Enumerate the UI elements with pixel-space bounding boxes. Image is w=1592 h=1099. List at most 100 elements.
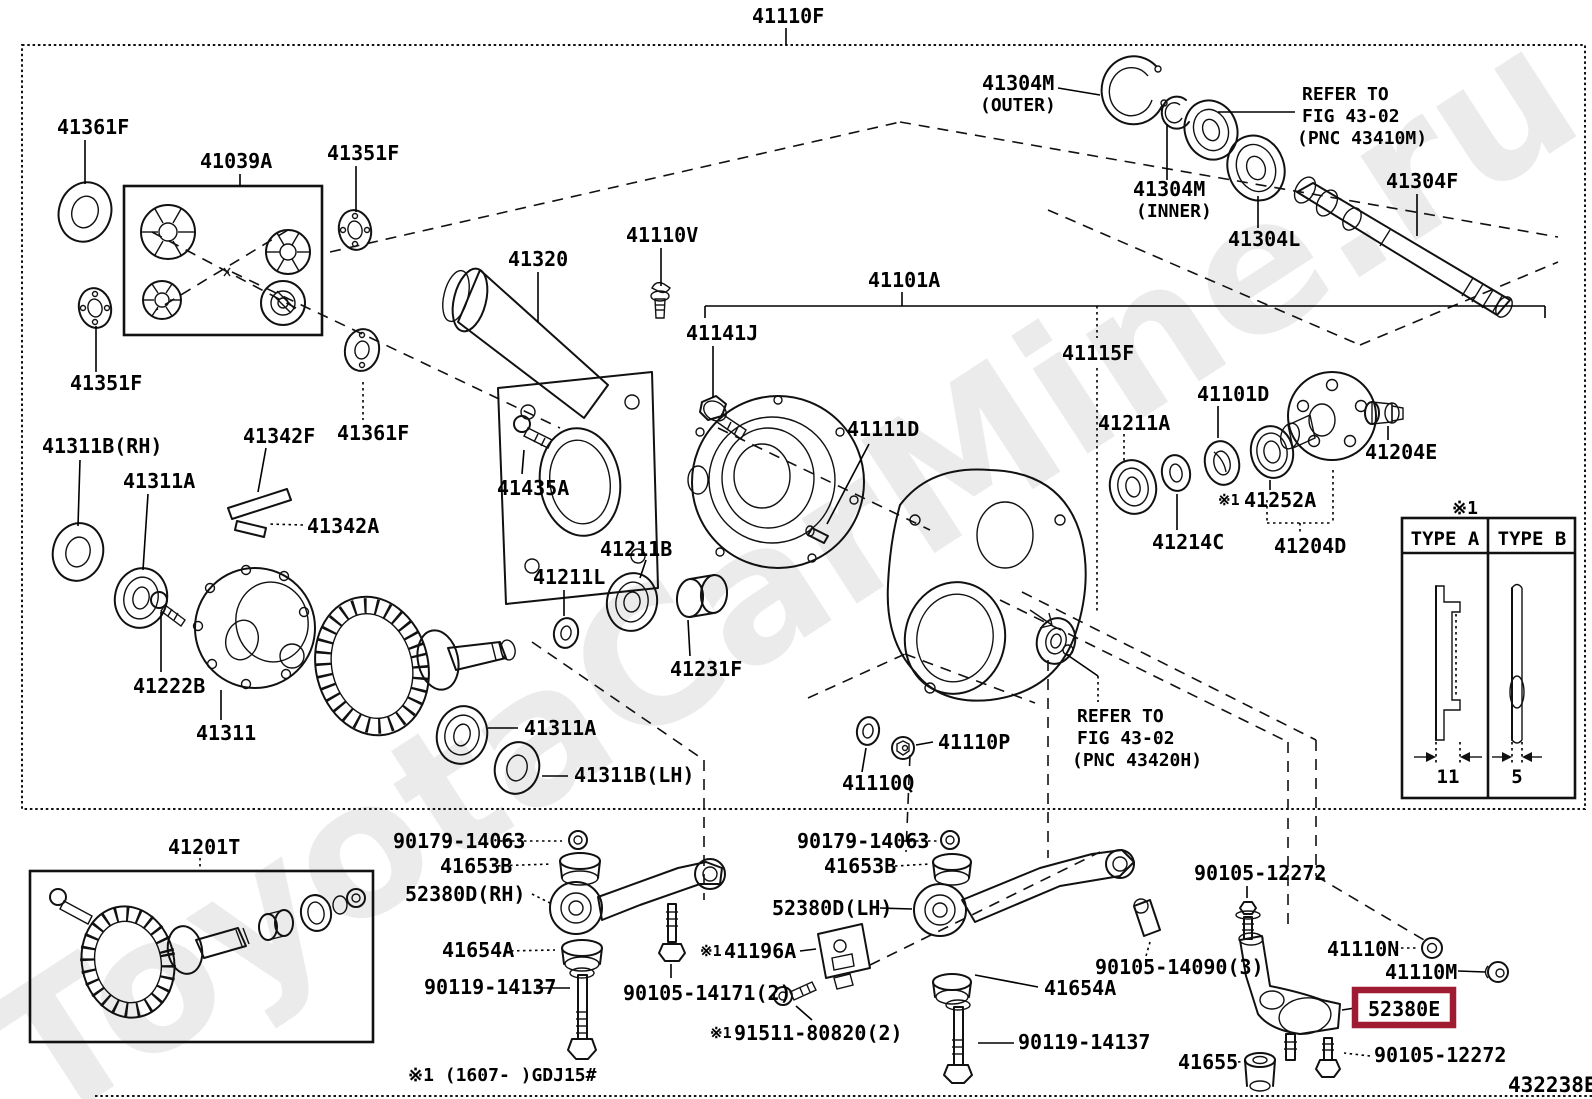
type-a-dimension: 11: [1437, 766, 1460, 788]
label-90105-12272-bottom[interactable]: 90105-12272: [1374, 1043, 1506, 1067]
label-41141j[interactable]: 41141J: [686, 321, 758, 345]
part-drawing-41211l-washer: [552, 617, 580, 649]
refer-note-2-line1: REFER TO: [1077, 706, 1164, 727]
refer-note-1-line2: FIG 43-02: [1302, 106, 1400, 127]
footnote: ※1 (1607- )GDJ15#: [408, 1065, 597, 1086]
label-41653b-right[interactable]: 41653B: [824, 854, 896, 878]
label-41311a-right[interactable]: 41311A: [524, 716, 596, 740]
label-41653b-left[interactable]: 41653B: [440, 854, 512, 878]
part-drawing-41039a-spider-gears: [140, 204, 311, 326]
label-52380d-lh[interactable]: 52380D(LH): [772, 896, 892, 920]
borders: [21, 44, 1592, 1097]
part-drawing-oil-seal-43420h: [1035, 617, 1077, 665]
label-41361f-mid[interactable]: 41361F: [337, 421, 409, 445]
label-91511-prefix: ※1: [710, 1024, 732, 1042]
leader-lines: [77, 28, 1546, 1063]
label-41204e[interactable]: 41204E: [1365, 440, 1437, 464]
part-drawing-41342f-shaft-pin: [227, 488, 292, 520]
part-drawing-41110q-gasket: [855, 716, 881, 746]
part-drawing-ring-gear-and-pinion: [314, 595, 516, 737]
part-drawing-41110p-plug: [891, 736, 915, 760]
label-52380e[interactable]: 52380E: [1368, 997, 1440, 1021]
table-note: ※1: [1452, 498, 1478, 519]
part-drawing-41435a-bolt: [513, 415, 553, 449]
label-41435a[interactable]: 41435A: [497, 476, 569, 500]
part-labels: 41110F 41304M (OUTER) REFER TO FIG 43-02…: [42, 4, 1592, 1097]
label-41304f[interactable]: 41304F: [1386, 169, 1458, 193]
label-90105-14171[interactable]: 90105-14171(2): [623, 981, 792, 1005]
label-41252a[interactable]: 41252A: [1244, 488, 1316, 512]
label-41110m[interactable]: 41110M: [1385, 960, 1457, 984]
label-52380d-rh[interactable]: 52380D(RH): [405, 882, 525, 906]
label-41342a[interactable]: 41342A: [307, 514, 379, 538]
label-41222b[interactable]: 41222B: [133, 674, 205, 698]
label-41110p[interactable]: 41110P: [938, 730, 1010, 754]
label-41311b-lh[interactable]: 41311B(LH): [574, 763, 694, 787]
label-41196a[interactable]: 41196A: [724, 939, 796, 963]
label-41311a-left[interactable]: 41311A: [123, 469, 195, 493]
label-41211a[interactable]: 41211A: [1098, 411, 1170, 435]
part-drawing-41214c-washer: [1160, 454, 1192, 492]
part-drawing-41110m-bolt: [1484, 961, 1509, 983]
label-91511-80820[interactable]: 91511-80820(2): [734, 1021, 903, 1045]
part-drawing-41231f-collar: [675, 574, 729, 618]
label-41231f[interactable]: 41231F: [670, 657, 742, 681]
label-41111d[interactable]: 41111D: [847, 417, 919, 441]
refer-note-1-line3: (PNC 43410M): [1297, 128, 1427, 149]
label-41039a[interactable]: 41039A: [200, 149, 272, 173]
part-drawing-52380e-knuckle-group: [1235, 901, 1341, 1092]
part-drawing-41304l-bearing: [1226, 134, 1286, 202]
part-drawing-41101d-ring: [1203, 440, 1241, 486]
label-41101d[interactable]: 41101D: [1197, 382, 1269, 406]
label-41351f-left[interactable]: 41351F: [70, 371, 142, 395]
label-90179-14063-left[interactable]: 90179-14063: [393, 829, 525, 853]
label-41304m-outer-sub: (OUTER): [980, 95, 1056, 116]
label-90119-14137-left[interactable]: 90119-14137: [424, 975, 556, 999]
label-41211l[interactable]: 41211L: [533, 565, 605, 589]
part-drawing-41361f-washer-mid: [343, 328, 381, 372]
diagram-code: 432238E: [1508, 1073, 1592, 1097]
label-41204d[interactable]: 41204D: [1274, 534, 1346, 558]
label-41654a-right[interactable]: 41654A: [1044, 976, 1116, 1000]
label-41311[interactable]: 41311: [196, 721, 256, 745]
label-41351f-top[interactable]: 41351F: [327, 141, 399, 165]
part-drawing-41222b-bolt: [150, 591, 186, 628]
label-41101a[interactable]: 41101A: [868, 268, 940, 292]
label-41214c[interactable]: 41214C: [1152, 530, 1224, 554]
refer-note-1-line1: REFER TO: [1302, 84, 1389, 105]
label-41110v[interactable]: 41110V: [626, 223, 698, 247]
frame-41039a: [122, 184, 324, 337]
part-drawings: [49, 55, 1513, 1092]
refer-note-2-line3: (PNC 43420H): [1072, 750, 1202, 771]
label-90105-14090[interactable]: 90105-14090(3): [1095, 955, 1264, 979]
label-41115f[interactable]: 41115F: [1062, 341, 1134, 365]
label-41654a-left[interactable]: 41654A: [442, 938, 514, 962]
label-41311b-rh[interactable]: 41311B(RH): [42, 434, 162, 458]
part-drawing-41311b-lh-washer: [493, 741, 541, 795]
part-drawing-41351f-washer-top: [337, 209, 373, 251]
part-drawing-41304m-outer-snap-ring: [1100, 55, 1168, 126]
part-drawing-rh-arm-group: [549, 830, 726, 1060]
label-90105-12272-top[interactable]: 90105-12272: [1194, 861, 1326, 885]
label-41110f[interactable]: 41110F: [752, 4, 824, 28]
label-41304l[interactable]: 41304L: [1228, 227, 1300, 251]
part-drawing-41342a-straight-pin: [234, 520, 267, 538]
label-41361f-top[interactable]: 41361F: [57, 115, 129, 139]
label-90119-14137-right[interactable]: 90119-14137: [1018, 1030, 1150, 1054]
label-41110q[interactable]: 41110Q: [842, 771, 914, 795]
type-b-profile: [1492, 583, 1542, 764]
label-41304m-outer[interactable]: 41304M: [982, 71, 1054, 95]
label-41320[interactable]: 41320: [508, 247, 568, 271]
type-table: ※1 TYPE A TYPE B 11 5: [1400, 498, 1577, 800]
label-90179-14063-right[interactable]: 90179-14063: [797, 829, 929, 853]
label-41655[interactable]: 41655: [1178, 1050, 1238, 1074]
label-41342f[interactable]: 41342F: [243, 424, 315, 448]
label-41211b[interactable]: 41211B: [600, 537, 672, 561]
highlight-box-52380e: [1351, 986, 1457, 1029]
label-41201t[interactable]: 41201T: [168, 835, 240, 859]
label-41304m-inner[interactable]: 41304M: [1133, 177, 1205, 201]
part-drawing-41211b-bearing: [605, 572, 659, 632]
part-drawing-41101a-carrier-cover: [687, 395, 865, 569]
part-drawing-41204d-hub: [1279, 371, 1377, 461]
label-41110n[interactable]: 41110N: [1327, 937, 1399, 961]
